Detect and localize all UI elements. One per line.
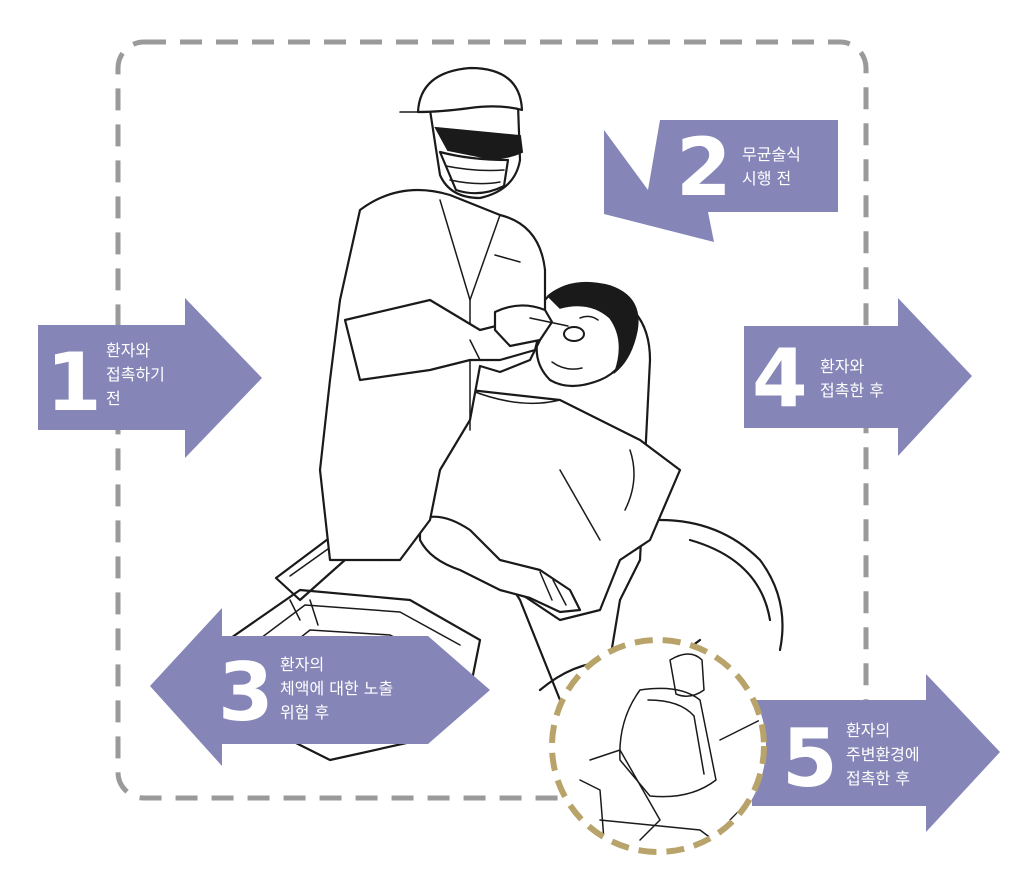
moment-5-line-2: 주변환경에 — [846, 745, 920, 764]
moment-2-arrow: 2 무균술식 시행 전 — [604, 120, 838, 242]
moment-5-number: 5 — [782, 712, 838, 805]
patient-open-mouth — [563, 326, 585, 342]
moment-2-number: 2 — [676, 121, 732, 214]
moment-4-arrow: 4 환자와 접촉한 후 — [744, 298, 972, 456]
moment-2-line-1: 무균술식 — [742, 145, 801, 164]
moment-1-line-3: 전 — [106, 389, 121, 408]
moment-5-arrow: 5 환자의 주변환경에 접촉한 후 — [752, 674, 1000, 832]
moment-3-line-2: 체액에 대한 노출 — [280, 679, 393, 698]
moment-3-arrow: 3 환자의 체액에 대한 노출 위험 후 — [150, 608, 490, 766]
moment-3-line-1: 환자의 — [280, 655, 324, 674]
moment-2-line-2: 시행 전 — [742, 169, 791, 188]
moment-1-line-1: 환자와 — [106, 341, 150, 360]
patient — [418, 281, 682, 622]
moment-1-arrow: 1 환자와 접촉하기 전 — [38, 298, 262, 458]
moment-4-number: 4 — [752, 332, 808, 425]
moment-5-line-1: 환자의 — [846, 721, 890, 740]
moment-1-line-2: 접촉하기 — [106, 365, 165, 384]
moment-4-line-2: 접촉한 후 — [820, 381, 884, 400]
moment-4-line-1: 환자와 — [820, 357, 864, 376]
dentist — [318, 66, 569, 562]
surroundings-inset — [549, 637, 767, 855]
surroundings-circle-border — [549, 637, 767, 855]
moment-3-number: 3 — [218, 646, 274, 739]
moment-5-line-3: 접촉한 후 — [846, 769, 910, 788]
moment-3-line-3: 위험 후 — [280, 703, 329, 722]
moment-1-number: 1 — [46, 336, 102, 429]
